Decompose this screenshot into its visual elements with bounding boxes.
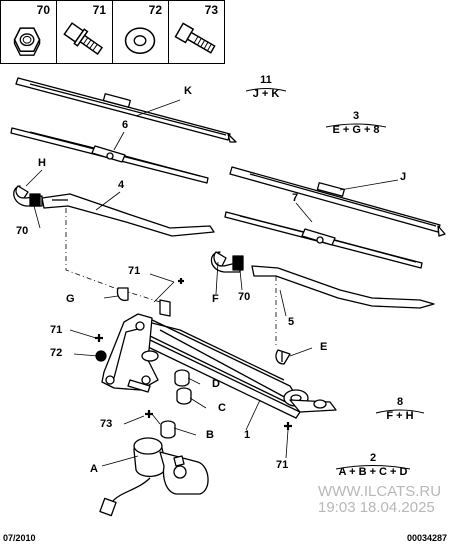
formula-sum: A + B + C + D [338, 466, 408, 478]
wiper-motor-a[interactable] [99, 437, 209, 517]
callout-a[interactable]: A [90, 463, 98, 475]
hardware-number: 71 [92, 3, 106, 17]
spacer-c[interactable] [176, 387, 192, 405]
hardware-box-70[interactable]: 70 [0, 0, 57, 64]
formula-11: 11 J + K [231, 75, 301, 100]
wiper-arm-5[interactable] [210, 251, 435, 309]
callout-1[interactable]: 1 [244, 429, 251, 441]
spacer-d[interactable] [174, 369, 190, 387]
watermark-site: WWW.ILCATS.RU [318, 483, 442, 500]
callout-c[interactable]: C [218, 402, 226, 414]
formula-sum: F + H [386, 410, 414, 422]
formula-sum: E + G + 8 [332, 124, 380, 136]
formula-number[interactable]: 8 [396, 396, 404, 408]
cross-symbol-73 [145, 410, 153, 418]
callout-6[interactable]: 6 [122, 119, 129, 131]
callout-f[interactable]: F [212, 293, 219, 305]
formula-2: 2 A + B + C + D [331, 453, 415, 478]
callout-e[interactable]: E [320, 341, 328, 353]
wiper-blade-6[interactable] [10, 127, 209, 184]
wiper-arm-4[interactable] [13, 185, 215, 237]
callout-g[interactable]: G [66, 293, 75, 305]
dot-symbol-72 [95, 350, 107, 362]
formula-8: 8 F + H [365, 397, 435, 422]
hardware-box-73[interactable]: 73 [168, 0, 225, 64]
callout-71-left[interactable]: 71 [50, 324, 63, 336]
callout-j[interactable]: J [400, 171, 407, 183]
callout-71-lower[interactable]: 71 [276, 459, 289, 471]
cap-h[interactable] [15, 185, 29, 199]
formula-3: 3 E + G + 8 [321, 111, 391, 136]
callout-7[interactable]: 7 [292, 192, 299, 204]
callout-h[interactable]: H [38, 157, 46, 169]
mounting-bracket[interactable] [101, 313, 159, 393]
hardware-box-71[interactable]: 71 [56, 0, 113, 64]
hardware-number: 73 [204, 3, 218, 17]
hardware-number: 70 [36, 3, 50, 17]
callout-72[interactable]: 72 [50, 347, 63, 359]
watermark-timestamp: 19:03 18.04.2025 [318, 498, 435, 516]
hardware-box-72[interactable]: 72 [112, 0, 169, 64]
clip-e[interactable] [275, 349, 291, 365]
callout-b[interactable]: B [206, 429, 214, 441]
footer-reference: 00034287 [406, 533, 447, 543]
cross-symbol-71c [284, 422, 292, 430]
cross-symbol-71a [178, 278, 184, 284]
wiper-linkage-1[interactable] [145, 299, 337, 419]
formula-number[interactable]: 11 [260, 74, 272, 86]
callout-d[interactable]: D [212, 378, 220, 390]
callout-73[interactable]: 73 [100, 418, 113, 430]
formula-number[interactable]: 3 [352, 110, 360, 122]
wiper-blade-k[interactable] [15, 77, 237, 143]
wiper-blade-7[interactable] [224, 211, 423, 269]
cross-symbol-71b [95, 334, 103, 342]
callout-k[interactable]: K [184, 85, 192, 97]
callout-4[interactable]: 4 [118, 179, 125, 191]
hardware-number: 72 [148, 3, 162, 17]
hex-bolt-icon [174, 22, 216, 54]
callout-70-right[interactable]: 70 [238, 291, 251, 303]
callout-5[interactable]: 5 [288, 316, 295, 328]
callout-71-upper[interactable]: 71 [128, 265, 141, 277]
hex-nut-icon [13, 27, 41, 56]
flanged-bolt-icon [63, 22, 104, 55]
wiper-blade-j[interactable] [229, 166, 446, 237]
spacer-b[interactable] [160, 420, 176, 439]
cap-f[interactable] [213, 251, 227, 267]
footer-date: 07/2010 [3, 533, 36, 543]
callout-70-left[interactable]: 70 [16, 225, 29, 237]
formula-number[interactable]: 2 [369, 452, 377, 464]
flat-washer-icon [124, 27, 156, 54]
formula-sum: J + K [252, 88, 280, 100]
clip-g[interactable] [116, 287, 129, 302]
watermark: WWW.ILCATS.RU 19:03 18.04.2025 [318, 484, 441, 516]
